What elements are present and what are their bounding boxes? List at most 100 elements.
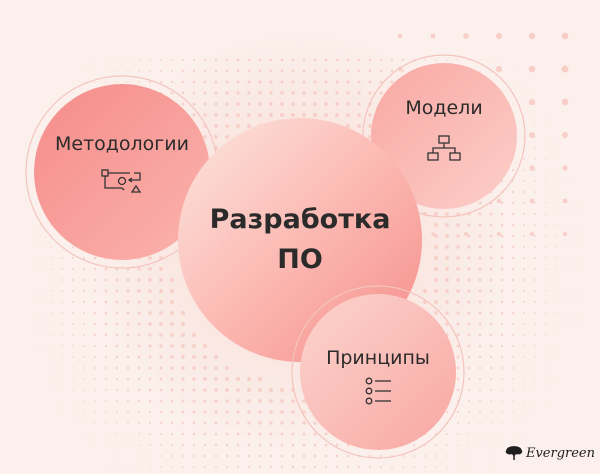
background-dot (556, 356, 558, 358)
background-dot (479, 70, 481, 72)
background-dot (397, 33, 403, 39)
background-dot (258, 454, 262, 458)
background-dot (528, 65, 536, 73)
node-circle-methodologies (34, 84, 210, 260)
background-dot (523, 389, 525, 391)
background-dot (545, 345, 547, 347)
background-dot (160, 59, 162, 61)
background-dot (578, 268, 580, 270)
background-dot (94, 378, 96, 380)
background-dot (104, 355, 108, 359)
background-dot (556, 378, 558, 380)
background-dot (127, 455, 129, 457)
background-dot (192, 421, 196, 425)
background-dot (490, 400, 492, 402)
background-dot (83, 400, 85, 402)
background-dot (446, 444, 448, 446)
background-dot (357, 465, 361, 469)
background-dot (545, 202, 547, 204)
background-dot (280, 465, 284, 469)
background-dot (523, 169, 525, 171)
background-dot (61, 290, 63, 292)
background-dot (500, 333, 504, 337)
background-dot (61, 323, 63, 325)
background-dot (534, 345, 536, 347)
background-dot (291, 465, 295, 469)
background-dot (545, 114, 547, 116)
background-dot (71, 256, 75, 260)
background-dot (138, 81, 140, 83)
background-dot (567, 257, 569, 259)
background-dot (71, 245, 75, 249)
background-dot (193, 466, 195, 468)
node-ring-principles (291, 285, 465, 459)
background-dot (127, 444, 129, 446)
node-label-principles: Принципы (326, 347, 430, 369)
background-dot (335, 454, 339, 458)
background-dot (511, 300, 515, 304)
background-dot (500, 300, 504, 304)
background-dot (137, 377, 141, 381)
background-dot (160, 455, 162, 457)
background-dot (511, 179, 515, 183)
background-dot (556, 136, 558, 138)
background-dot (490, 411, 492, 413)
background-dot (39, 356, 41, 358)
background-dot (93, 344, 97, 348)
background-dot (82, 278, 86, 282)
background-dot (115, 377, 119, 381)
background-dot (83, 378, 85, 380)
background-dot (105, 444, 107, 446)
background-dot (523, 202, 525, 204)
background-dot (490, 433, 492, 435)
background-dot (528, 98, 536, 106)
background-dot (490, 455, 492, 457)
background-dot (545, 367, 547, 369)
background-dot (225, 454, 229, 458)
background-dot (50, 367, 52, 369)
background-dot (534, 136, 536, 138)
background-dot (138, 59, 140, 61)
background-dot (534, 323, 536, 325)
background-dot (446, 455, 448, 457)
background-dot (424, 59, 426, 61)
background-dot (457, 466, 459, 468)
background-dot (567, 213, 569, 215)
background-dot (82, 289, 86, 293)
background-dot (501, 70, 503, 72)
background-dot (61, 312, 63, 314)
background-dot (203, 443, 207, 447)
background-dot (567, 301, 569, 303)
background-dot (523, 301, 525, 303)
node-label-models: Модели (405, 97, 483, 119)
background-dot (72, 356, 74, 358)
background-dot (104, 366, 108, 370)
background-dot (149, 70, 151, 72)
background-dot (556, 169, 558, 171)
background-dot (479, 455, 481, 457)
background-dot (105, 433, 107, 435)
background-dot (39, 257, 41, 259)
background-dot (138, 70, 140, 72)
background-dot (578, 202, 580, 204)
background-dot (82, 300, 86, 304)
background-dot (478, 377, 482, 381)
background-dot (126, 388, 130, 392)
background-dot (567, 169, 569, 171)
background-dot (149, 81, 151, 83)
background-dot (523, 345, 525, 347)
node-circle-principles (300, 294, 456, 450)
background-dot (236, 454, 240, 458)
background-dot (545, 400, 547, 402)
background-dot (511, 267, 515, 271)
background-dot (94, 422, 96, 424)
background-dot (561, 98, 569, 106)
background-dot (105, 378, 107, 380)
background-dot (50, 356, 52, 358)
background-dot (457, 422, 459, 424)
background-dot (116, 466, 118, 468)
background-dot (82, 256, 86, 260)
background-dot (529, 132, 535, 138)
background-dot (435, 444, 437, 446)
background-dot (556, 180, 558, 182)
